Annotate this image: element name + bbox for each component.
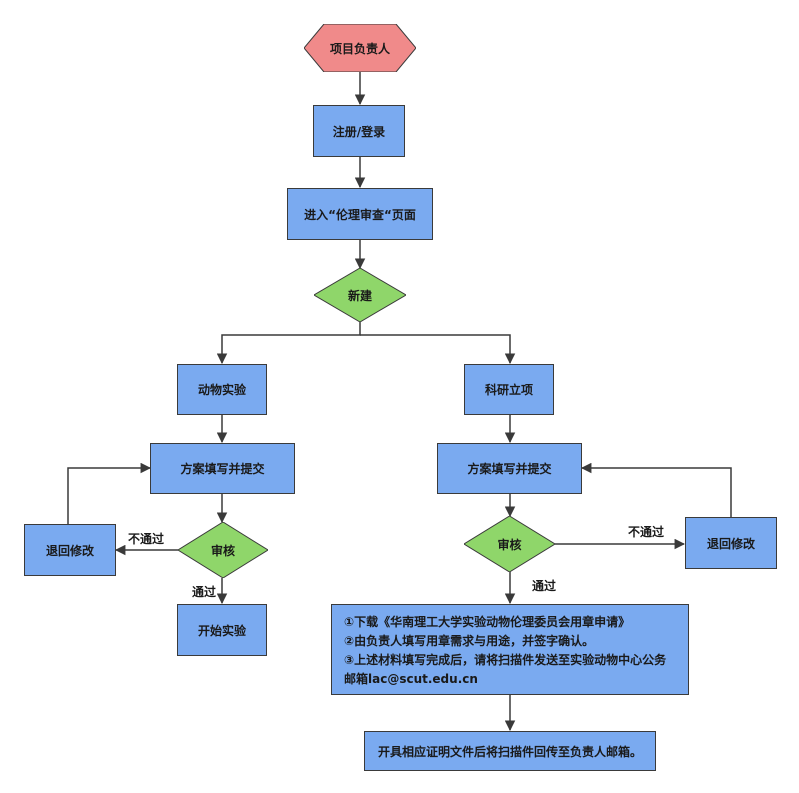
review-left-label: 审核 <box>210 543 235 558</box>
edge-label-fail-left: 不通过 <box>128 532 165 546</box>
edge-revise-fill-left <box>67 462 152 524</box>
review-right-label: 审核 <box>497 537 522 552</box>
instructions-node: ①下载《华南理工大学实验动物伦理委员会用章申请》 ②由负责人填写用章需求与用途，… <box>331 604 689 695</box>
start-label: 项目负责人 <box>329 41 390 56</box>
instruction-line-3: ③上述材料填写完成后，请将扫描件发送至实验动物中心公务 <box>344 653 667 667</box>
revise-left-node: 退回修改 <box>24 524 116 576</box>
edge-label-fail-right: 不通过 <box>628 525 665 539</box>
edge-label-pass-right: 通过 <box>532 579 557 593</box>
fill-right-node: 方案填写并提交 <box>437 443 582 494</box>
new-label: 新建 <box>347 288 372 303</box>
final-node: 开具相应证明文件后将扫描件回传至负责人邮箱。 <box>364 731 656 771</box>
review-left-decision: 审核 <box>178 522 268 578</box>
start-node: 项目负责人 <box>304 24 416 72</box>
instruction-line-4: 邮箱lac@scut.edu.cn <box>344 672 478 686</box>
edge-new-animal <box>216 322 361 365</box>
enter-page-node: 进入“伦理审查“页面 <box>287 188 433 240</box>
edge-label-pass-left: 通过 <box>192 585 217 599</box>
review-right-decision: 审核 <box>464 516 555 572</box>
review-right-diamond <box>464 516 555 572</box>
animal-exp-node: 动物实验 <box>177 364 267 415</box>
start-shape <box>304 24 416 72</box>
revise-right-node: 退回修改 <box>685 517 777 569</box>
instruction-line-1: ①下载《华南理工大学实验动物伦理委员会用章申请》 <box>344 615 631 629</box>
edge-revise-fill-right <box>580 462 732 517</box>
edge-new-research <box>360 334 516 365</box>
instruction-line-2: ②由负责人填写用章需求与用途，并签字确认。 <box>344 634 595 648</box>
start-exp-node: 开始实验 <box>177 604 267 656</box>
new-decision: 新建 <box>314 268 406 322</box>
new-diamond <box>314 268 406 322</box>
research-proj-node: 科研立项 <box>464 364 554 415</box>
review-left-diamond <box>178 522 268 578</box>
fill-left-node: 方案填写并提交 <box>150 443 295 494</box>
register-node: 注册/登录 <box>313 105 405 157</box>
